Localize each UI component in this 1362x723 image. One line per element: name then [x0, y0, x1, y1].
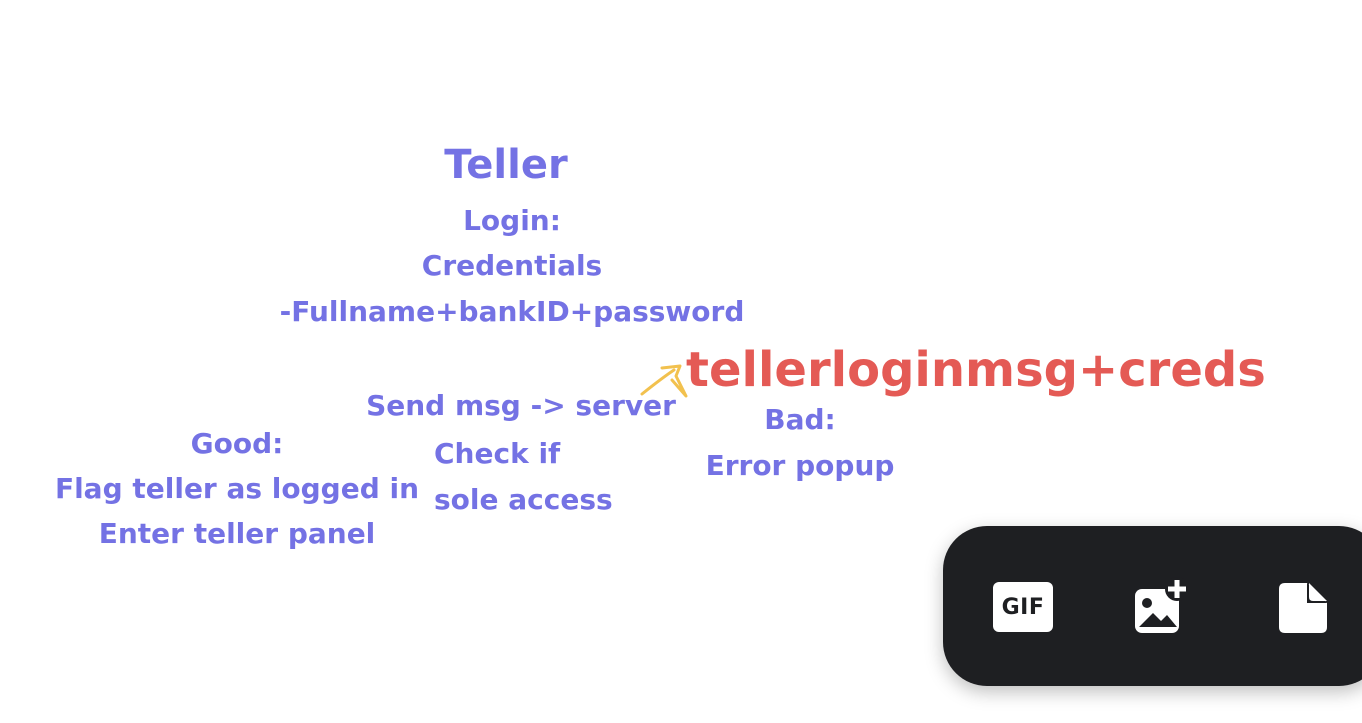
file-icon [1279, 583, 1327, 633]
good-line-2: Enter teller panel [98, 517, 376, 550]
credentials-label: Credentials [421, 249, 603, 282]
bad-line-1: Error popup [705, 449, 895, 482]
add-image-icon [1135, 577, 1189, 633]
gif-icon: GIF [993, 582, 1053, 632]
credentials-detail: -Fullname+bankID+password [279, 295, 745, 328]
login-heading: Login: [463, 204, 561, 237]
message-label: tellerloginmsg+creds [686, 342, 1266, 398]
gif-button[interactable]: GIF [991, 578, 1055, 636]
file-upload-button[interactable] [1271, 578, 1335, 636]
media-toolbar: GIF [943, 526, 1362, 686]
good-line-1: Flag teller as logged in [54, 472, 420, 505]
send-msg-note: Send msg -> server [366, 389, 676, 422]
good-heading: Good: [190, 427, 284, 460]
add-image-button[interactable] [1129, 577, 1193, 636]
bad-heading: Bad: [764, 403, 836, 436]
check-if-note: Check if [434, 437, 561, 470]
hand-drawn-arrow-icon [640, 364, 688, 398]
sole-access-note: sole access [434, 483, 613, 516]
teller-title: Teller [444, 142, 568, 188]
